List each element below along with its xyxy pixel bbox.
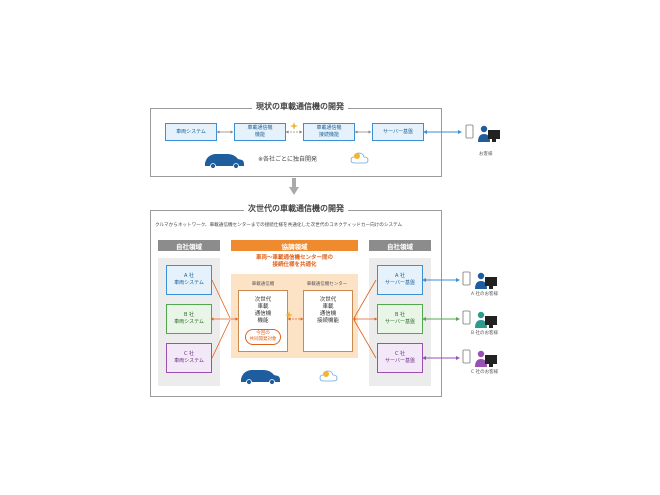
- top-vehicle-system-box: 車両システム: [165, 123, 217, 141]
- customer-a-smartphone-icon: [462, 271, 471, 286]
- current-development-title: 現状の車載通信機の開発: [252, 101, 348, 112]
- cloud-icon: [350, 152, 369, 164]
- joint-development-badge: 今回の 共同開発対象: [245, 329, 281, 345]
- customer-c-monitor-icon: [485, 355, 497, 367]
- left-a-vehicle-box: A 社 車両システム: [166, 265, 212, 295]
- top-customer-label: お客様: [479, 152, 493, 157]
- right-c-arrow: [353, 319, 377, 359]
- customer-b-person-icon: [475, 311, 487, 328]
- smartphone-icon: [465, 124, 474, 139]
- customer-b-monitor-icon: [485, 316, 497, 328]
- car-icon: [205, 154, 244, 169]
- left-c-vehicle-box: C 社 車両システム: [166, 343, 212, 373]
- down-arrow-icon: [289, 178, 299, 196]
- customer-c-person-icon: [475, 350, 487, 367]
- customer-b-label: B 社のお客様: [471, 331, 499, 336]
- left-own-header: 自社領域: [158, 240, 220, 251]
- center-caption: 車両〜車載通信機センター間の 接続仕様を共通化: [255, 255, 333, 268]
- sparkle-icon: [285, 122, 298, 319]
- center-right-label: 車載通信機センター: [306, 282, 348, 287]
- sun-icon: [354, 153, 360, 159]
- monitor-icon: [488, 130, 500, 142]
- next-gen-subtitle: クルマからネットワーク、車載通信機センターまでの接続仕様を共通化した次世代のコネ…: [155, 223, 403, 228]
- right-c-server-box: C 社 サーバー基盤: [377, 343, 423, 373]
- top-comm-connect-box: 車載通信機 接続機能: [303, 123, 355, 141]
- center-coop-header: 協調領域: [231, 240, 358, 251]
- top-note: ※各社ごとに独自開発: [258, 156, 318, 163]
- customer-c-smartphone-icon: [462, 349, 471, 364]
- person-icon: [478, 125, 490, 142]
- customer-b-smartphone-icon: [462, 310, 471, 325]
- bottom-sun-icon: [323, 371, 329, 377]
- next-gen-title: 次世代の車載通信機の開発: [244, 203, 348, 214]
- right-a-arrow: [353, 279, 377, 319]
- left-a-arrow: [211, 279, 231, 319]
- right-a-server-box: A 社 サーバー基盤: [377, 265, 423, 295]
- center-left-label: 車載通信機: [251, 282, 275, 287]
- customer-a-person-icon: [475, 272, 487, 289]
- bottom-car-icon: [241, 370, 280, 385]
- customer-c-label: C 社のお客様: [471, 370, 499, 375]
- right-own-header: 自社領域: [369, 240, 431, 251]
- customer-a-label: A 社のお客様: [471, 292, 499, 297]
- bottom-cloud-icon: [319, 370, 338, 382]
- left-c-arrow: [211, 319, 231, 359]
- customer-a-monitor-icon: [485, 277, 497, 289]
- next-gen-comm-connect-box: 次世代 車載 通信機 接続機能: [303, 290, 353, 352]
- top-comm-function-box: 車載通信機 機能: [234, 123, 286, 141]
